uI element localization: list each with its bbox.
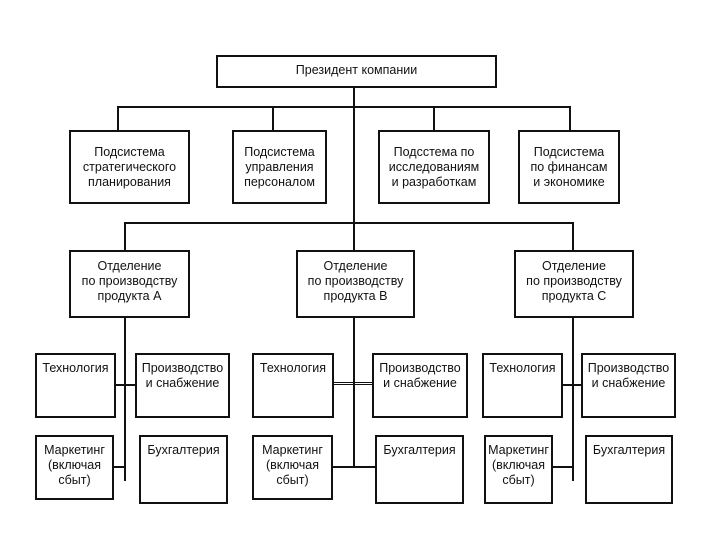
subsystem-finance: Подсистема по финансам и экономике xyxy=(518,130,620,204)
division-a-production: Производство и снабжение xyxy=(135,353,230,418)
subsystem-personnel: Подсистема управления персоналом xyxy=(232,130,327,204)
division-c-technology: Технология xyxy=(482,353,563,418)
division-b-box: Отделение по производству продукта В xyxy=(296,250,415,318)
division-a-accounting: Бухгалтерия xyxy=(139,435,228,504)
president-box: Президент компании xyxy=(216,55,497,88)
division-b-production: Производство и снабжение xyxy=(372,353,468,418)
connector-b-spine xyxy=(353,316,355,467)
subsystem-research: Подсстема по исследованиям и разработкам xyxy=(378,130,490,204)
division-a-marketing: Маркетинг (включая сбыт) xyxy=(35,435,114,500)
connector-divisions-bus xyxy=(124,222,574,224)
connector-div-a xyxy=(124,222,126,252)
connector-subsystems-bus xyxy=(117,106,571,108)
connector-b-mkt xyxy=(332,466,376,468)
subsystem-strategic-planning: Подсистема стратегического планирования xyxy=(69,130,190,204)
division-a-technology: Технология xyxy=(35,353,116,418)
connector-c-mkt xyxy=(552,466,573,468)
division-c-marketing: Маркетинг (включая сбыт) xyxy=(484,435,553,504)
connector-c-spine xyxy=(572,316,574,481)
connector-c-tech xyxy=(562,384,582,386)
connector-a-mkt xyxy=(113,466,125,468)
division-c-box: Отделение по производству продукта С xyxy=(514,250,634,318)
connector-a-spine xyxy=(124,316,126,481)
connector-b-tech xyxy=(333,382,373,385)
connector-sub-1 xyxy=(117,106,119,131)
connector-div-c xyxy=(572,222,574,252)
connector-a-tech xyxy=(115,384,137,386)
division-c-production: Производство и снабжение xyxy=(581,353,676,418)
division-b-accounting: Бухгалтерия xyxy=(375,435,464,504)
connector-sub-3 xyxy=(433,106,435,131)
division-b-technology: Технология xyxy=(252,353,334,418)
connector-sub-2 xyxy=(272,106,274,131)
connector-sub-4 xyxy=(569,106,571,131)
division-b-marketing: Маркетинг (включая сбыт) xyxy=(252,435,333,500)
division-a-box: Отделение по производству продукта А xyxy=(69,250,190,318)
connector-president-down xyxy=(353,86,355,223)
division-c-accounting: Бухгалтерия xyxy=(585,435,673,504)
connector-div-b xyxy=(353,222,355,252)
